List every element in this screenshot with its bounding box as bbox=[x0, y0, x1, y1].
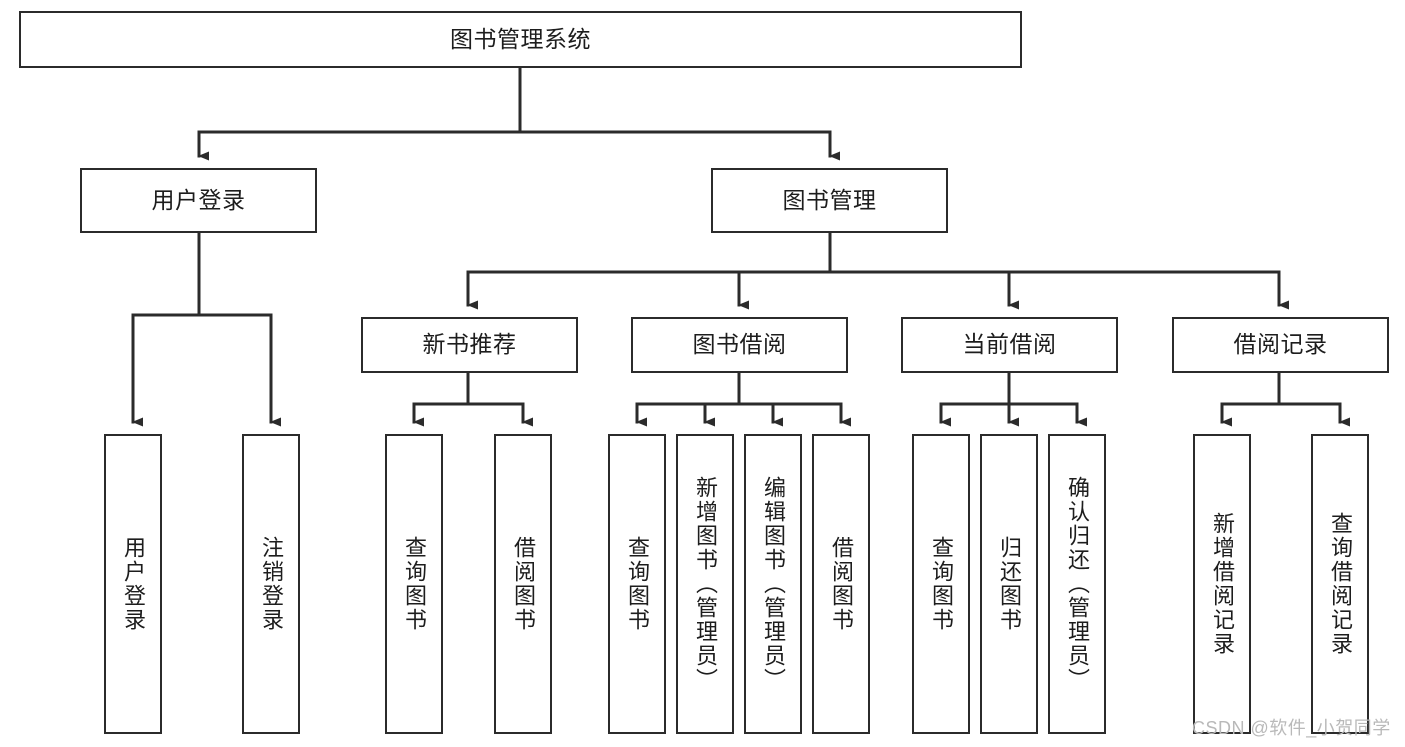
node-new-book-recommendation[interactable]: 新书推荐 bbox=[361, 317, 578, 373]
node-label: 注销登录 bbox=[259, 536, 284, 632]
edge-group-book-manage bbox=[466, 231, 1289, 310]
edge-group-book-borrow bbox=[635, 371, 851, 427]
leaf-node-query-borrow-record[interactable]: 查询借阅记录 bbox=[1311, 434, 1369, 734]
node-root-book-management-system[interactable]: 图书管理系统 bbox=[19, 11, 1022, 68]
leaf-node-query-books-current[interactable]: 查询图书 bbox=[912, 434, 970, 734]
node-borrowing-records[interactable]: 借阅记录 bbox=[1172, 317, 1389, 373]
node-label: 借阅记录 bbox=[1233, 331, 1328, 358]
node-label: 图书借阅 bbox=[692, 331, 787, 358]
node-label: 查询图书 bbox=[929, 536, 954, 632]
leaf-node-return-books[interactable]: 归还图书 bbox=[980, 434, 1038, 734]
node-book-management[interactable]: 图书管理 bbox=[711, 168, 948, 233]
node-label: 当前借阅 bbox=[962, 331, 1057, 358]
node-label: 图书管理系统 bbox=[450, 25, 591, 52]
edge-group-new-book-rec bbox=[412, 371, 533, 427]
node-current-borrowing[interactable]: 当前借阅 bbox=[901, 317, 1118, 373]
node-label: 编辑图书（管理员） bbox=[761, 476, 786, 692]
node-label: 借阅图书 bbox=[829, 536, 854, 632]
edge-group-user-login bbox=[131, 231, 281, 427]
node-label: 用户登录 bbox=[121, 536, 146, 632]
leaf-node-query-books-borrow[interactable]: 查询图书 bbox=[608, 434, 666, 734]
edge-group-root bbox=[197, 66, 840, 161]
node-label: 查询借阅记录 bbox=[1328, 512, 1353, 656]
edge-group-current-borrow bbox=[939, 371, 1087, 427]
leaf-node-borrow-books-newbook[interactable]: 借阅图书 bbox=[494, 434, 552, 734]
node-label: 借阅图书 bbox=[511, 536, 536, 632]
node-label: 新增图书（管理员） bbox=[693, 476, 718, 692]
node-user-login[interactable]: 用户登录 bbox=[80, 168, 317, 233]
node-label: 图书管理 bbox=[782, 186, 877, 213]
leaf-node-query-books-newbook[interactable]: 查询图书 bbox=[385, 434, 443, 734]
edge-group-borrow-record bbox=[1220, 371, 1350, 427]
leaf-node-edit-book-admin[interactable]: 编辑图书（管理员） bbox=[744, 434, 802, 734]
leaf-node-borrow-books-borrow[interactable]: 借阅图书 bbox=[812, 434, 870, 734]
node-label: 新书推荐 bbox=[422, 331, 517, 358]
node-label: 用户登录 bbox=[151, 186, 246, 213]
watermark-text: CSDN @软件_小贺同学 bbox=[1192, 718, 1391, 738]
node-label: 查询图书 bbox=[625, 536, 650, 632]
node-label: 归还图书 bbox=[997, 536, 1022, 632]
leaf-node-confirm-return-admin[interactable]: 确认归还（管理员） bbox=[1048, 434, 1106, 734]
leaf-node-add-book-admin[interactable]: 新增图书（管理员） bbox=[676, 434, 734, 734]
leaf-node-add-borrow-record[interactable]: 新增借阅记录 bbox=[1193, 434, 1251, 734]
node-book-borrowing[interactable]: 图书借阅 bbox=[631, 317, 848, 373]
node-label: 新增借阅记录 bbox=[1210, 512, 1235, 656]
node-label: 确认归还（管理员） bbox=[1065, 476, 1090, 692]
node-label: 查询图书 bbox=[402, 536, 427, 632]
leaf-node-logout[interactable]: 注销登录 bbox=[242, 434, 300, 734]
leaf-node-user-login[interactable]: 用户登录 bbox=[104, 434, 162, 734]
